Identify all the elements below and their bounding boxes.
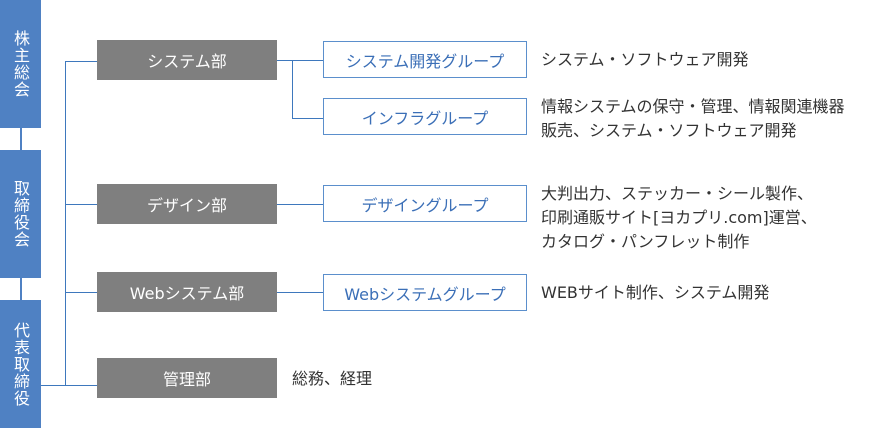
connector-trunk-vertical: [65, 61, 66, 386]
department-admin: 管理部: [97, 358, 277, 398]
ceo-label: 代表取締役: [11, 321, 30, 407]
shareholders-meeting-label: 株主総会: [11, 30, 30, 98]
ceo-box: 代表取締役: [0, 300, 41, 428]
group-system-development-label: システム開発グループ: [345, 51, 505, 71]
connector-shareholders-board: [20, 128, 22, 150]
description-line: 情報システムの保守・管理、情報関連機器: [541, 97, 845, 116]
description-line: 総務、経理: [292, 369, 373, 388]
group-websystem-label: Webシステムグループ: [344, 284, 506, 304]
connector-to-system-dept: [65, 61, 97, 62]
description-line: システム・ソフトウェア開発: [541, 50, 749, 69]
department-admin-label: 管理部: [162, 370, 211, 389]
connector-to-websystem-dept: [65, 292, 97, 293]
description-design: 大判出力、ステッカー・シール製作、 印刷通販サイト[ヨカプリ.com]運営、 カ…: [541, 182, 817, 254]
group-infrastructure-label: インフラグループ: [361, 108, 489, 128]
connector-system-to-infra-group: [292, 118, 323, 119]
connector-ceo-horizontal: [41, 385, 66, 386]
description-websystem: WEBサイト制作、システム開発: [541, 281, 769, 305]
description-line: 大判出力、ステッカー・シール製作、: [541, 184, 814, 203]
department-websystem: Webシステム部: [97, 272, 277, 312]
group-design-label: デザイングループ: [361, 195, 489, 215]
department-design-label: デザイン部: [146, 196, 227, 215]
description-system-development: システム・ソフトウェア開発: [541, 48, 749, 72]
connector-to-admin-dept: [65, 385, 97, 386]
department-system: システム部: [97, 40, 277, 80]
group-design: デザイングループ: [323, 185, 527, 222]
connector-board-ceo: [20, 278, 22, 300]
department-websystem-label: Webシステム部: [129, 284, 245, 303]
description-line: 販売、システム・ソフトウェア開発: [541, 121, 797, 140]
board-of-directors-label: 取締役会: [11, 180, 30, 248]
connector-design-to-group: [277, 204, 323, 205]
description-admin: 総務、経理: [292, 367, 372, 391]
connector-websystem-to-group: [277, 292, 323, 293]
group-infrastructure: インフラグループ: [323, 98, 527, 135]
shareholders-meeting-box: 株主総会: [0, 0, 41, 128]
department-system-label: システム部: [147, 52, 227, 71]
group-system-development: システム開発グループ: [323, 41, 527, 78]
board-of-directors-box: 取締役会: [0, 150, 41, 278]
connector-system-to-dev-group: [277, 60, 323, 61]
department-design: デザイン部: [97, 184, 277, 224]
description-infrastructure: 情報システムの保守・管理、情報関連機器 販売、システム・ソフトウェア開発: [541, 95, 845, 143]
description-line: カタログ・パンフレット制作: [541, 232, 750, 251]
description-line: WEBサイト制作、システム開発: [541, 283, 770, 302]
connector-to-design-dept: [65, 204, 97, 205]
description-line: 印刷通販サイト[ヨカプリ.com]運営、: [541, 208, 817, 227]
connector-system-branch-vertical: [292, 60, 293, 119]
group-websystem: Webシステムグループ: [323, 274, 527, 311]
